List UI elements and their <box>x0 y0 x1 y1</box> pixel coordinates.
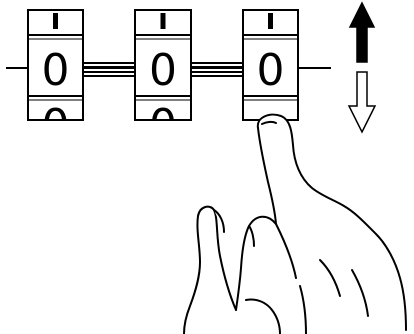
digit-top-fragment <box>160 13 166 29</box>
arrow-up-icon <box>348 1 376 63</box>
dial-wheel-1[interactable]: 0 0 <box>27 9 84 151</box>
dial-wheel-3[interactable]: 0 <box>242 9 299 121</box>
dial-1-digit: 0 <box>42 45 70 96</box>
arrow-down-icon <box>347 71 377 134</box>
connector-rails <box>83 62 243 77</box>
hand-icon <box>183 113 407 334</box>
dial-2-digit: 0 <box>149 45 177 96</box>
digit-top-fragment <box>53 13 58 29</box>
dial-3-digit: 0 <box>257 45 285 96</box>
digit-top-fragment <box>268 13 273 29</box>
